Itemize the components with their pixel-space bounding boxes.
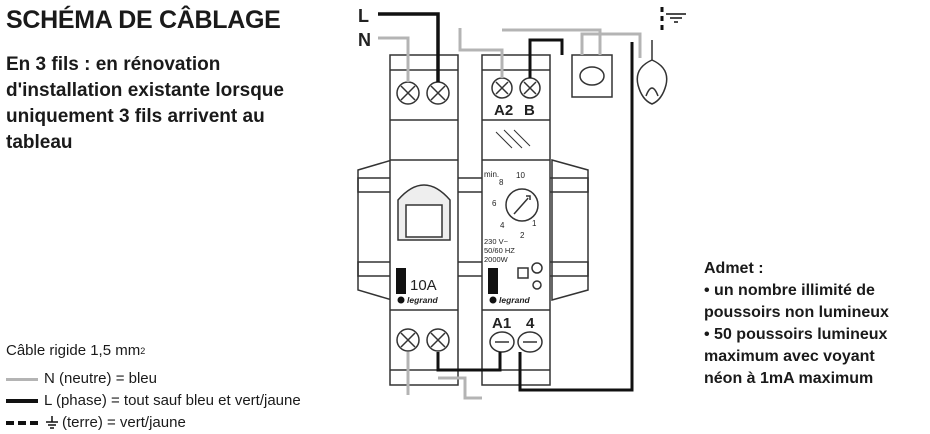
legend-neutral-text: N (neutre) = bleu bbox=[44, 370, 157, 387]
admet-line: maximum avec voyant bbox=[704, 348, 875, 365]
timer-voltage: 230 V~ bbox=[484, 237, 509, 246]
earth-icon bbox=[46, 416, 58, 429]
timer-frequency: 50/60 HZ bbox=[484, 246, 515, 255]
dial-mark-4: 4 bbox=[500, 221, 505, 230]
dial-mark-2: 2 bbox=[520, 231, 525, 240]
breaker-rating: 10A bbox=[410, 277, 437, 294]
dial-marks: 1 2 4 6 8 10 bbox=[492, 171, 537, 240]
earth-swatch bbox=[6, 421, 38, 425]
timer-power: 2000W bbox=[484, 255, 509, 264]
admet-line: poussoirs non lumineux bbox=[704, 304, 889, 321]
wires bbox=[378, 6, 664, 400]
terminal-a1-label: A1 bbox=[492, 315, 511, 332]
earth-symbol bbox=[666, 13, 686, 23]
terminal-a2-label: A2 bbox=[494, 102, 513, 119]
dial-mark-1: 1 bbox=[532, 219, 537, 228]
dial-mark-10: 10 bbox=[516, 171, 525, 180]
breaker-brand: legrand bbox=[407, 295, 439, 305]
legend-neutral: N (neutre) = bleu bbox=[6, 368, 301, 390]
timer-module bbox=[481, 54, 551, 386]
phase-swatch bbox=[6, 399, 38, 403]
terminal-b-label: B bbox=[524, 102, 535, 119]
admet-heading: Admet : bbox=[704, 260, 764, 277]
legend-cable-sup: 2 bbox=[140, 346, 146, 356]
lamp-icon bbox=[636, 40, 668, 105]
push-button-symbol bbox=[571, 54, 613, 98]
admet-notes: Admet : • un nombre illimité de poussoir… bbox=[704, 258, 926, 390]
legend-cable-text: Câble rigide 1,5 mm bbox=[6, 342, 141, 359]
legend-phase: L (phase) = tout sauf bleu et vert/jaune bbox=[6, 390, 301, 412]
legend-phase-text: L (phase) = tout sauf bleu et vert/jaune bbox=[44, 392, 301, 409]
dial-min-label: min. bbox=[484, 170, 499, 179]
neutral-swatch bbox=[6, 377, 38, 381]
admet-line: néon à 1mA maximum bbox=[704, 370, 874, 387]
wire-label-n: N bbox=[358, 30, 371, 50]
circuit-breaker-module bbox=[389, 54, 459, 386]
admet-line: • un nombre illimité de bbox=[704, 282, 875, 299]
diagram-title: SCHÉMA DE CÂBLAGE bbox=[6, 6, 281, 34]
terminal-4-label: 4 bbox=[526, 315, 535, 332]
legend-earth-text: (terre) = vert/jaune bbox=[62, 414, 186, 431]
timer-brand: legrand bbox=[499, 295, 531, 305]
din-rail bbox=[357, 158, 589, 302]
dial-mark-8: 8 bbox=[499, 178, 504, 187]
wire-label-l: L bbox=[358, 6, 369, 26]
admet-line: • 50 poussoirs lumineux bbox=[704, 326, 888, 343]
dial-mark-6: 6 bbox=[492, 199, 497, 208]
diagram-subtitle: En 3 fils : en rénovation d'installation… bbox=[6, 54, 284, 153]
legend-earth: (terre) = vert/jaune bbox=[6, 412, 301, 434]
